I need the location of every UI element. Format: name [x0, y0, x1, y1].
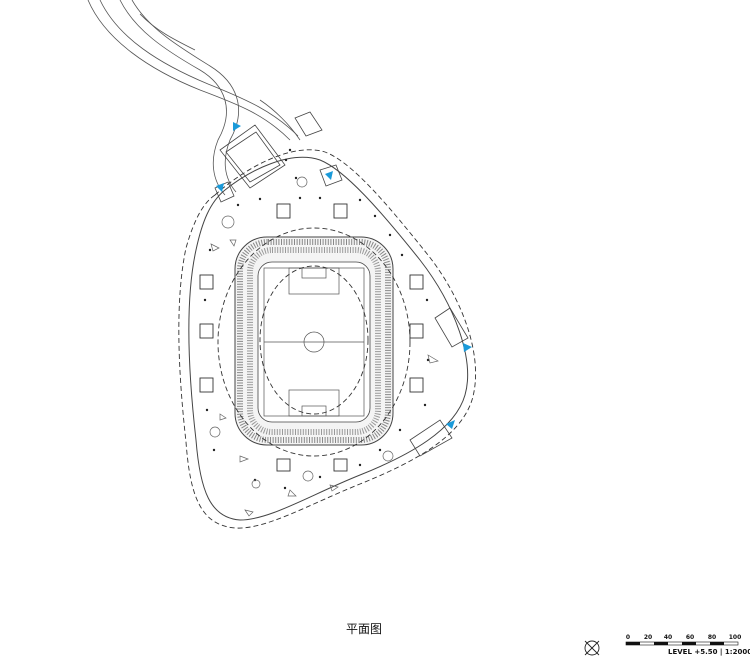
roof-rings	[217, 227, 411, 457]
building-outline	[188, 156, 469, 521]
scale-tick-label: 40	[663, 634, 673, 641]
scale-tick-label: 100	[728, 634, 742, 641]
entrance-pavilions	[214, 111, 469, 457]
scale-tick-label: 20	[643, 634, 653, 641]
access-bridge	[87, 0, 301, 196]
entrance-arrow-icon	[216, 122, 472, 429]
drawing-caption: 平面图	[346, 622, 383, 636]
scale-tick-label: 0	[625, 634, 631, 641]
stair-cores	[199, 203, 424, 472]
football-pitch	[263, 267, 365, 417]
landscape-features	[209, 176, 439, 517]
north-arrow-icon	[584, 640, 600, 656]
scale-bar	[625, 641, 739, 646]
scale-tick-label: 80	[707, 634, 717, 641]
scale-tick-label: 60	[685, 634, 695, 641]
building-outline-dashed	[178, 149, 476, 529]
level-scale-label: LEVEL +5.50 | 1:2000	[668, 648, 750, 656]
